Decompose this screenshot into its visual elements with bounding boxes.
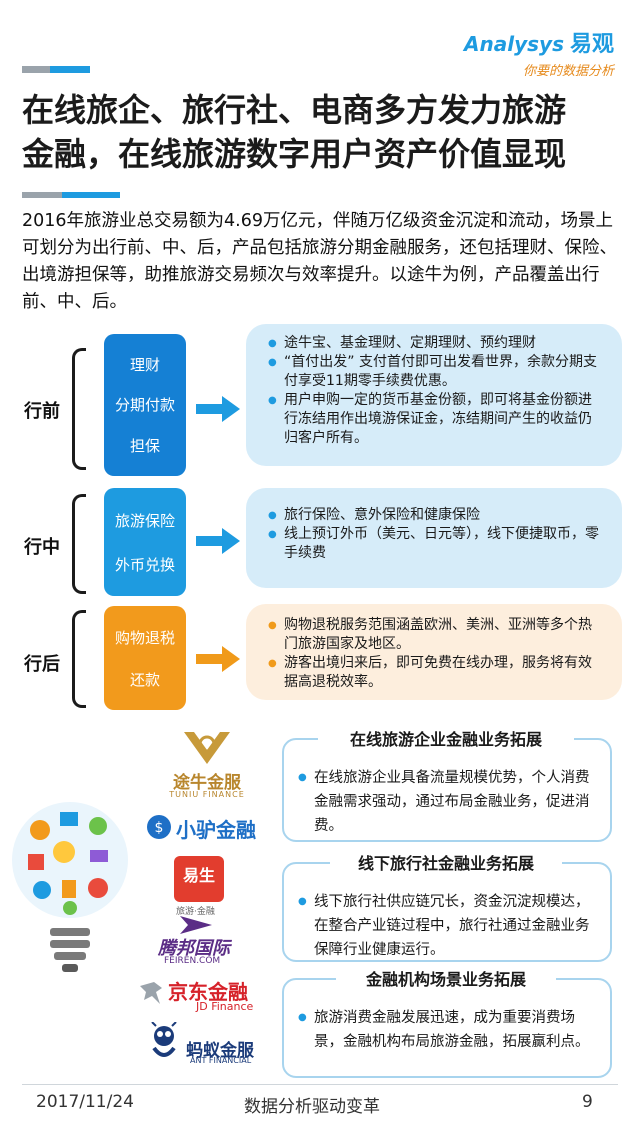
feiren-logo-icon [180, 916, 212, 934]
tuniu-logo-text: 途牛金服 [173, 773, 241, 793]
stage-brace-before [72, 348, 86, 470]
panel-offline-agency: 线下旅行社供应链冗长，资金沉淀规模达，在整合产业链过程中，旅行社通过金融业务保障… [282, 862, 612, 962]
title-underline-gray [22, 192, 62, 198]
page-title: 在线旅企、旅行社、电商多方发力旅游 金融，在线旅游数字用户资产价值显现 [22, 88, 622, 176]
stage-item: 还款 [129, 670, 160, 689]
stage-box-before: 理财 分期付款 担保 [104, 334, 186, 476]
stage-detail-after: 购物退税服务范围涵盖欧洲、美洲、亚洲等多个热门旅游国家及地区。 游客出境归来后，… [246, 604, 622, 700]
feiren-logo-en: FEIREN.COM [164, 956, 221, 966]
brand-initial: A [464, 32, 480, 56]
xiaolv-logo-icon: $ [147, 815, 171, 839]
stage-brace-during [72, 494, 86, 594]
detail-item: 线上预订外币（美元、日元等），线下便捷取币，零手续费 [268, 525, 604, 563]
arrow-right-icon [196, 396, 240, 422]
detail-item: 购物退税服务范围涵盖欧洲、美洲、亚洲等多个热门旅游国家及地区。 [268, 616, 604, 654]
detail-item: 用户申购一定的货币基金份额，即可将基金份额进行冻结用作出境游保证金，冻结期间产生… [268, 391, 604, 448]
feiren-logo-text: 腾邦国际 [158, 938, 230, 959]
brand-name-cn: 易观 [569, 32, 614, 57]
stage-label-after: 行后 [24, 654, 60, 675]
header-accent-bar-gray [22, 66, 50, 73]
yisheng-logo-text: 易生 [182, 866, 215, 885]
panel-text: 在线旅游企业具备流量规模优势，个人消费金融需求强动，通过布局金融业务，促进消费。 [298, 766, 596, 838]
footer-slogan: 数据分析驱动变革 [244, 1097, 380, 1117]
tuniu-logo-en: TUNIU FINANCE [169, 790, 245, 799]
arrow-right-icon [196, 528, 240, 554]
brand-tagline: 你要的数据分析 [522, 64, 614, 79]
yisheng-logo: 易生 [174, 856, 224, 902]
stage-detail-during: 旅行保险、意外保险和健康保险 线上预订外币（美元、日元等），线下便捷取币，零手续… [246, 488, 622, 588]
footer-date: 2017/11/24 [36, 1092, 134, 1112]
detail-item: “首付出发” 支付首付即可出发看世界，余款分期支付享受11期零手续费优惠。 [268, 353, 604, 391]
intro-paragraph: 2016年旅游业总交易额为4.69万亿元，伴随万亿级资金沉淀和流动，场景上可划分… [22, 211, 617, 312]
stage-brace-after [72, 610, 86, 708]
stage-item: 外币兑换 [114, 555, 175, 574]
panel-text: 线下旅行社供应链冗长，资金沉淀规模达，在整合产业链过程中，旅行社通过金融业务保障… [298, 890, 596, 962]
panel-financial-institutions: 旅游消费金融发展迅速，成为重要消费场景，金融机构布局旅游金融，拓展赢利点。 [282, 978, 612, 1078]
stage-item: 理财 [129, 355, 160, 374]
panel-online-travel: 在线旅游企业具备流量规模优势，个人消费金融需求强动，通过布局金融业务，促进消费。 [282, 738, 612, 842]
svg-text:$: $ [155, 820, 164, 836]
yisheng-logo-sub: 旅游·金融 [176, 907, 215, 917]
stage-item: 担保 [129, 437, 160, 456]
detail-item: 旅行保险、意外保险和健康保险 [268, 506, 604, 525]
stage-box-after: 购物退税 还款 [104, 606, 186, 710]
jd-logo-en: JD Finance [196, 1000, 254, 1013]
stage-detail-before: 途牛宝、基金理财、定期理财、预约理财 “首付出发” 支付首付即可出发看世界，余款… [246, 324, 622, 466]
stage-item: 分期付款 [114, 396, 175, 415]
stage-box-during: 旅游保险 外币兑换 [104, 488, 186, 596]
jd-dog-icon [140, 982, 162, 1004]
jd-logo-text: 京东金融 [168, 980, 248, 1004]
panel-heading-offline-agency: 线下旅行社金融业务拓展 [330, 850, 562, 874]
panel-heading-financial-institutions: 金融机构场景业务拓展 [336, 966, 556, 990]
lightbulb-icon [12, 802, 128, 972]
footer-divider [22, 1084, 618, 1085]
panel-heading-online-travel: 在线旅游企业金融业务拓展 [318, 726, 574, 750]
title-line-2: 金融，在线旅游数字用户资产价值显现 [22, 135, 567, 173]
arrow-right-icon [196, 646, 240, 672]
ant-logo-en: ANT FINANCIAL [190, 1056, 252, 1065]
stage-item: 购物退税 [114, 628, 175, 647]
ant-logo-icon [151, 1022, 177, 1057]
stage-item: 旅游保险 [114, 511, 175, 530]
detail-item: 游客出境归来后，即可免费在线办理，服务将有效据高退税效率。 [268, 654, 604, 692]
tuniu-logo-icon [184, 732, 230, 764]
title-line-1: 在线旅企、旅行社、电商多方发力旅游 [22, 91, 567, 129]
ant-logo-text: 蚂蚁金服 [186, 1041, 254, 1061]
page-number: 9 [582, 1092, 593, 1112]
title-underline [22, 192, 120, 198]
detail-item: 途牛宝、基金理财、定期理财、预约理财 [268, 334, 604, 353]
stage-label-during: 行中 [24, 537, 60, 558]
panel-text: 旅游消费金融发展迅速，成为重要消费场景，金融机构布局旅游金融，拓展赢利点。 [298, 1006, 596, 1054]
stage-label-before: 行前 [24, 401, 60, 422]
xiaolv-logo-text: 小驴金融 [176, 818, 256, 842]
brand-name: nalysys [479, 32, 564, 56]
header-accent-bar [22, 66, 90, 73]
